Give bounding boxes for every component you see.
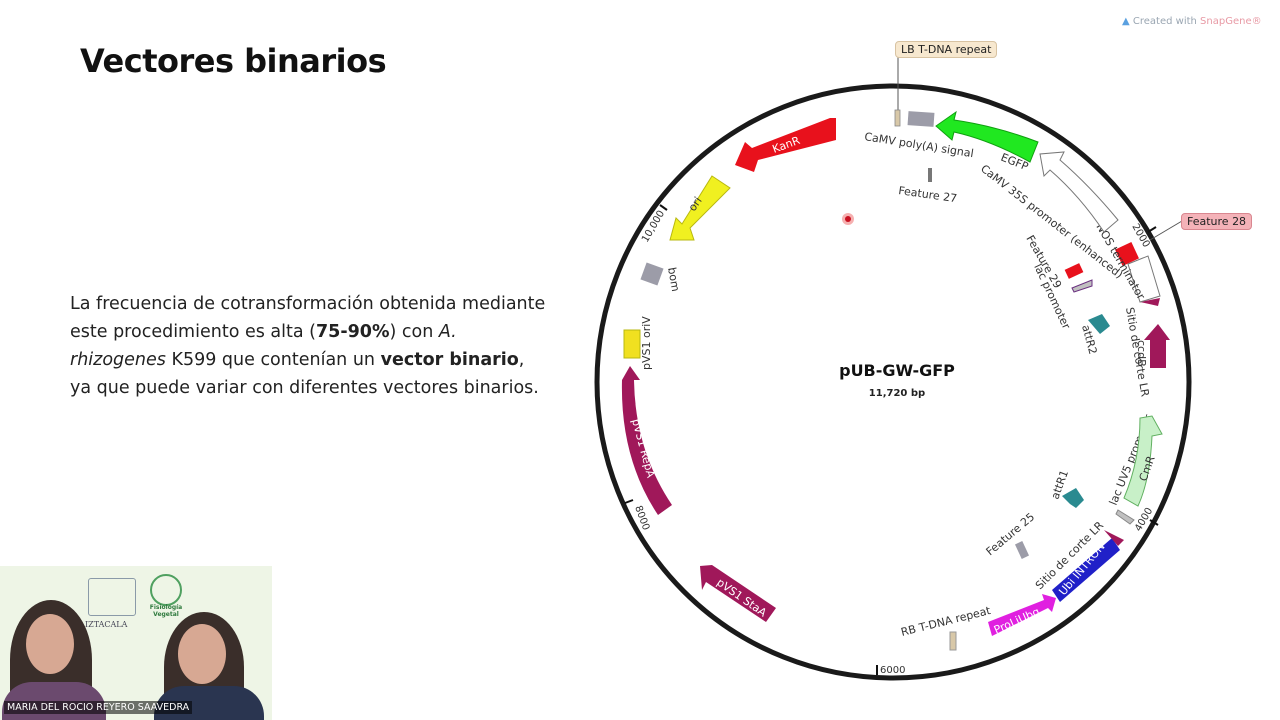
body-text-part: , ya que puede variar con diferentes vec… <box>70 350 539 398</box>
slide-body-text: La frecuencia de cotransformación obteni… <box>70 290 550 402</box>
body-text-part: ) con <box>389 322 439 342</box>
logo-text: IZTACALA <box>85 620 128 629</box>
fisiologia-logo <box>150 574 182 606</box>
feature-rb-tdna-repeat: RB T-DNA repeat <box>900 604 993 651</box>
pointer-icon <box>842 213 854 225</box>
feature-25: Feature 25 <box>984 510 1038 559</box>
feature-28 <box>1115 242 1139 266</box>
presenter-right-face <box>178 624 226 684</box>
feature-label-pvs1-staa: pVS1 StaA <box>714 576 769 620</box>
feature-27: Feature 27 <box>898 168 958 205</box>
tick-6000: 6000 <box>876 665 905 676</box>
credit-brand: SnapGene® <box>1200 16 1262 27</box>
feature-label-rb-tdna-repeat: RB T-DNA repeat <box>900 604 993 639</box>
feature-attr1: attR1 <box>1049 468 1084 508</box>
feature-proljubq: ProLjUbq <box>988 594 1056 637</box>
feature-ori: ori <box>669 175 731 241</box>
body-text-part: K599 que contenían un <box>165 350 381 370</box>
plasmid-name: pUB-GW-GFP <box>839 361 955 380</box>
feature-label-proljubq: ProLjUbq <box>992 605 1042 637</box>
feature-label-ccdb: ccdB <box>1135 340 1148 367</box>
credit-prefix: Created with <box>1132 16 1201 27</box>
feature-label-25: Feature 25 <box>984 510 1038 558</box>
snapgene-credit: ▲ Created with SnapGene® <box>1122 16 1262 27</box>
feature-label-camv-polya-signal: CaMV poly(A) signal <box>864 130 975 160</box>
logo2-text: Fisiología Vegetal <box>149 604 183 618</box>
feature-ccdb: ccdB <box>1135 324 1170 368</box>
feature-bom: bom <box>640 262 682 293</box>
lb-tdna-repeat-tag: LB T-DNA repeat <box>895 41 998 58</box>
feature-camv-polya-signal: CaMV poly(A) signal <box>864 109 975 160</box>
plasmid-size: 11,720 bp <box>869 388 925 399</box>
feature-attr2: attR2 <box>1079 314 1110 356</box>
body-text-bold: vector binario <box>380 350 519 370</box>
presenter-left-face <box>26 614 74 674</box>
unam-logo: IZTACALA <box>85 578 136 629</box>
body-text-bold: 75-90% <box>315 322 390 342</box>
feature-pvs1-oriv: pVS1 oriV <box>623 316 653 370</box>
body-text-italic: A. rhizogenes <box>70 322 457 370</box>
f28-leader-line <box>1149 220 1183 241</box>
presenter-name: MARIA DEL ROCIO REYERO SAAVEDRA <box>4 701 193 714</box>
feature-label-27: Feature 27 <box>898 184 958 205</box>
feature-label-bom: bom <box>665 266 682 292</box>
webcam-feed: IZTACALA Fisiología Vegetal MARIA DEL RO… <box>0 566 272 720</box>
tick-label-6000: 6000 <box>880 665 905 676</box>
snapgene-icon: ▲ <box>1122 16 1130 27</box>
body-text-part: La frecuencia de cotransformación obteni… <box>70 294 546 342</box>
feature-28-tag: Feature 28 <box>1181 213 1253 230</box>
feature-label-pvs1-oriv: pVS1 oriV <box>640 316 653 370</box>
tick-label-10000: 10,000 <box>640 209 667 245</box>
feature-pvs1-repa: pVS1 RepA <box>621 366 672 515</box>
feature-kanr: KanR <box>735 118 836 172</box>
slide-title: Vectores binarios <box>80 42 387 80</box>
plasmid-backbone <box>594 83 1192 681</box>
